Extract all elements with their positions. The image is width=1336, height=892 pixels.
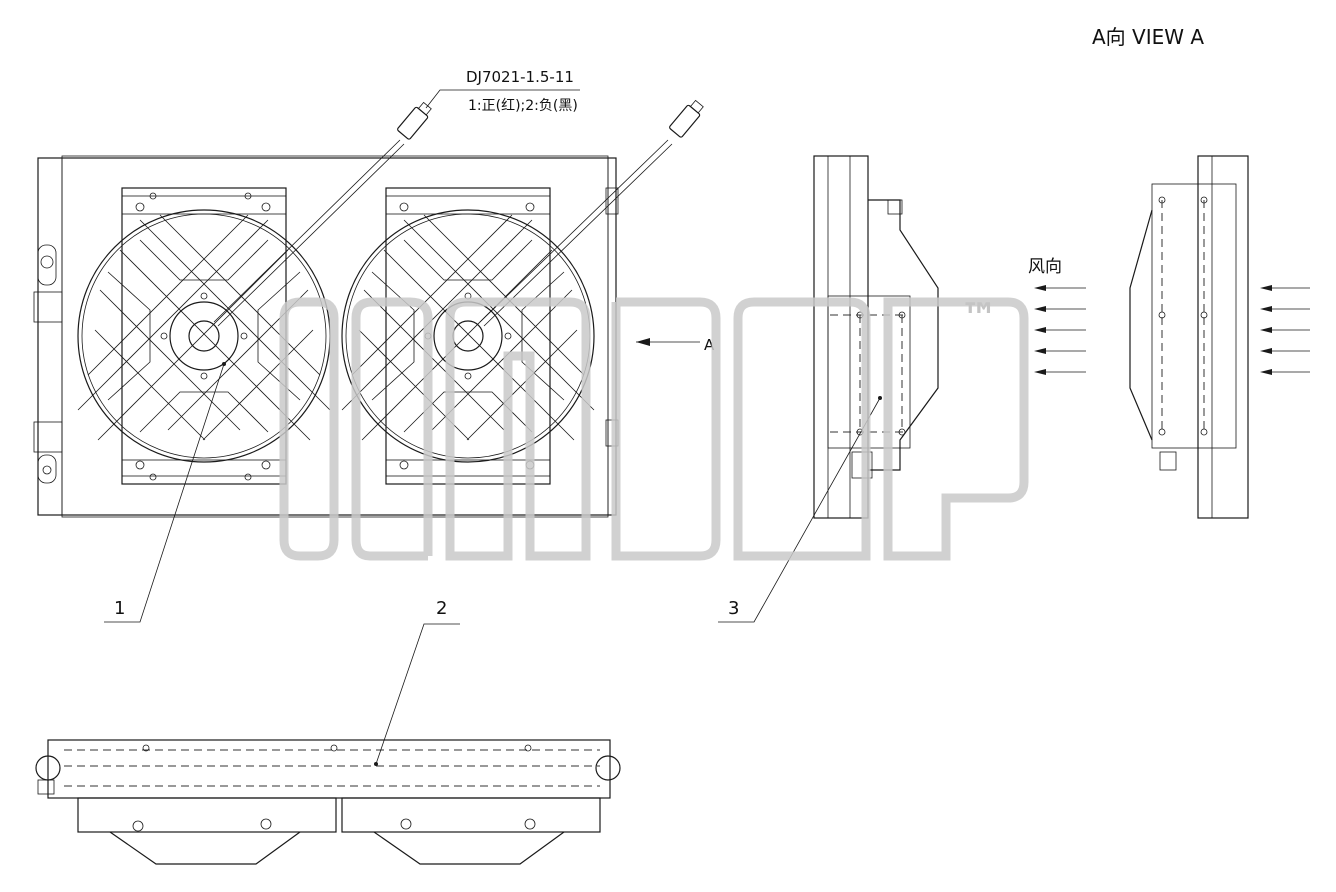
wind-arrows-right: [1260, 285, 1310, 375]
callout-2: 2: [436, 598, 447, 619]
fan-2-hub: [433, 301, 503, 371]
top-core: [47, 739, 611, 799]
wind-arrows-left: [1034, 285, 1086, 375]
side-frame: [813, 155, 869, 519]
fan-2: [341, 187, 595, 485]
connector-code: DJ7021-1.5-11: [466, 68, 574, 86]
view-a-frame: [1197, 155, 1249, 519]
callout-1: 1: [114, 598, 125, 619]
side-fan-shroud: [868, 199, 939, 471]
fan-2-ring: [341, 209, 595, 463]
fan-2-shroud: [385, 187, 551, 485]
callout-3: 3: [728, 598, 739, 619]
callout-1-leader: [104, 363, 225, 623]
hose-outlet: [37, 454, 57, 484]
front-view: DJ7021-1.5-11 1:正(红);2:负(黑) A 1: [33, 68, 715, 623]
wire-fan-2: [479, 139, 673, 327]
callout-2-leader: [375, 623, 460, 765]
wind-direction-label: 风向: [1028, 257, 1062, 277]
fan-1-shroud: [121, 187, 287, 485]
connector-1: [397, 101, 432, 140]
top-fan-2: [341, 797, 601, 833]
view-a-shroud: [1129, 209, 1153, 441]
wire-fan-1: [213, 139, 405, 327]
watermark-logo: ™: [279, 295, 1029, 561]
hose-inlet: [37, 244, 57, 286]
connector-note: 1:正(红);2:负(黑): [468, 98, 578, 114]
top-fan-1: [77, 797, 337, 833]
view-a: A向 VIEW A: [1092, 25, 1310, 519]
top-view: 2: [35, 598, 621, 865]
left-bracket-lower: [33, 421, 63, 453]
top-hose-right: [595, 755, 621, 781]
fan-1: [77, 187, 331, 485]
connector-leader: [425, 89, 580, 109]
view-a-motor-plate: [1151, 183, 1237, 449]
connector-2: [669, 99, 704, 138]
callout-3-leader: [718, 397, 881, 623]
view-a-title: A向 VIEW A: [1092, 25, 1204, 49]
fan-1-hub: [169, 301, 239, 371]
watermark-trademark: ™: [960, 295, 998, 339]
view-arrow-label: A: [704, 336, 715, 354]
left-bracket-upper: [33, 291, 63, 323]
